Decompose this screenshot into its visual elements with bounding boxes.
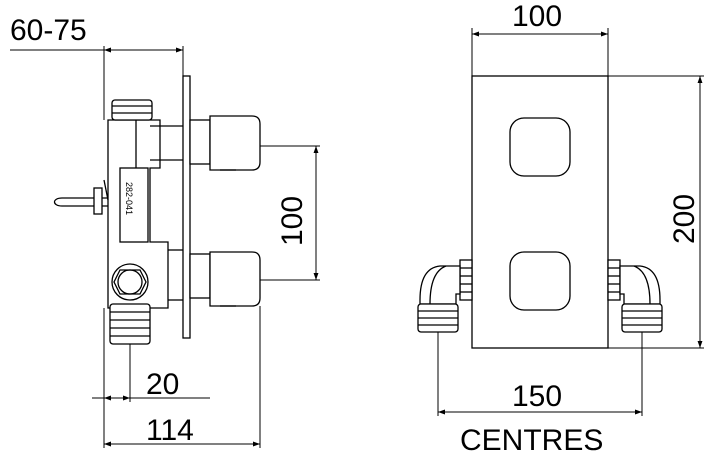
dim-front-width: 100 <box>512 0 562 33</box>
dim-mounting-depth: 60-75 <box>10 14 87 47</box>
valve-body <box>107 99 183 309</box>
front-handle-bottom <box>509 251 571 311</box>
front-left-elbow <box>417 259 473 333</box>
side-dimensions <box>10 46 320 448</box>
lower-elbow <box>109 263 151 345</box>
front-dimensions <box>437 28 704 416</box>
isolation-lever <box>53 179 109 215</box>
top-nut <box>111 99 153 121</box>
dim-side-spacing: 100 <box>276 196 309 246</box>
dim-front-height: 200 <box>668 194 701 244</box>
dim-centres-label: CENTRES <box>460 424 603 455</box>
side-handle-bottom <box>189 251 261 307</box>
front-handle-top <box>509 117 571 177</box>
side-view <box>53 75 261 345</box>
dim-offset: 20 <box>146 368 179 401</box>
front-view <box>417 75 663 349</box>
side-handle-top <box>189 115 261 171</box>
bottom-nut <box>109 303 151 345</box>
front-right-elbow <box>607 259 663 333</box>
faceplate-edge <box>182 75 191 339</box>
dim-centres-value: 150 <box>512 380 562 413</box>
valve-body-marking: 282-041 <box>124 182 134 215</box>
dim-overall-depth: 114 <box>146 414 194 447</box>
